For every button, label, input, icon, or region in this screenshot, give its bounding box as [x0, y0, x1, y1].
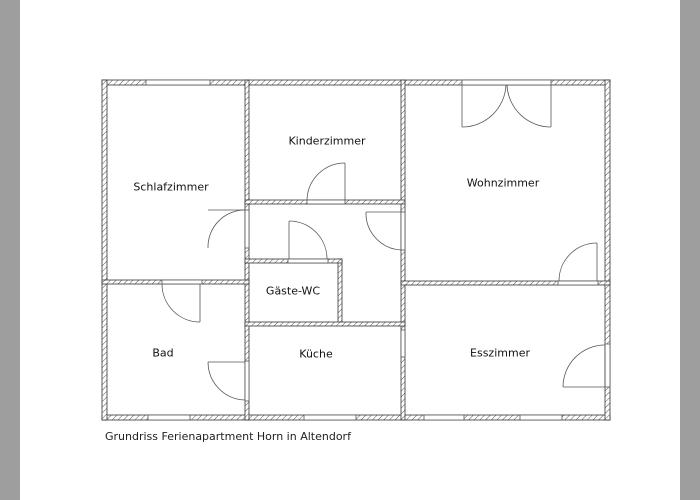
window-wohn-top — [461, 79, 552, 86]
window-ess-bottom-2 — [519, 414, 563, 421]
window-bad-bottom — [147, 414, 191, 421]
door-flur-wohnzimmer — [365, 211, 402, 251]
openings — [145, 79, 611, 421]
door-schlafzimmer — [207, 209, 246, 249]
viewer-background-right — [680, 0, 700, 500]
door-kinderzimmer — [306, 162, 346, 201]
door-gap-schlaf-bad — [161, 279, 203, 285]
wall-right — [604, 79, 611, 421]
door-gap-bad — [244, 360, 250, 402]
door-wohnzimmer-balkon-left — [461, 84, 507, 128]
door-wohnzimmer-balkon-right — [506, 84, 552, 128]
door-bad-top — [161, 283, 201, 323]
wall-wc-kueche — [244, 321, 406, 327]
door-gap-wohn-ess — [557, 280, 599, 286]
wall-left — [101, 79, 108, 421]
room-label-kueche: Küche — [299, 347, 333, 361]
window-schlaf-top — [145, 79, 211, 86]
door-gap-kinder — [306, 199, 346, 205]
door-gap-wohn — [400, 211, 406, 251]
door-gap-kueche-left — [400, 329, 406, 358]
room-label-wohnzimmer: Wohnzimmer — [466, 176, 540, 190]
room-label-esszimmer: Esszimmer — [470, 346, 530, 360]
door-gap-wc — [287, 258, 329, 264]
window-kueche-bottom — [303, 414, 357, 421]
plan-caption: Grundriss Ferienapartment Horn in Altend… — [105, 430, 351, 443]
viewer-background-left — [0, 0, 20, 500]
door-gap-ess-right — [604, 343, 611, 388]
room-label-schlafzimmer: Schlafzimmer — [133, 180, 209, 194]
door-wohn-ess — [558, 242, 598, 282]
wall-wc-right — [337, 258, 343, 326]
walls — [101, 79, 611, 421]
door-esszimmer — [562, 344, 606, 388]
door-bad-right — [207, 361, 246, 401]
room-label-gaeste-wc: Gäste-WC — [265, 284, 321, 298]
wall-v1 — [244, 79, 250, 421]
doors — [161, 84, 606, 401]
window-ess-bottom — [423, 414, 465, 421]
wall-wohn-ess — [400, 280, 611, 286]
room-label-bad: Bad — [152, 346, 174, 360]
room-label-kinderzimmer: Kinderzimmer — [288, 134, 366, 148]
door-gaeste-wc — [288, 220, 328, 260]
door-gap-schlaf — [244, 209, 250, 249]
